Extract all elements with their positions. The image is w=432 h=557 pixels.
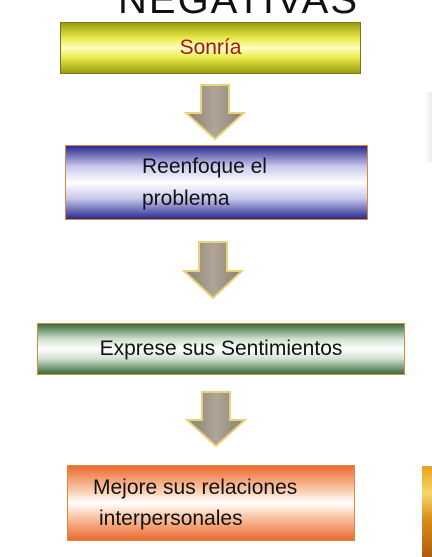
step-label-line: interpersonales — [99, 507, 243, 530]
down-arrow-icon — [185, 391, 247, 448]
step-label: Sonría — [179, 36, 242, 59]
slide-title-fragment: NEGATIVAS — [118, 0, 360, 22]
step-label: Exprese sus Sentimientos — [99, 337, 343, 360]
step-label-line: Reenfoque el — [142, 154, 267, 178]
step-label-line: problema — [142, 186, 230, 210]
step-box-smile: Sonría — [60, 22, 361, 74]
step-label-line: Mejore sus relaciones — [93, 476, 298, 499]
down-arrow-icon — [182, 241, 244, 300]
decorative-edge-image — [424, 92, 432, 162]
step-box-improve-relations: Mejore sus relaciones interpersonales — [67, 465, 355, 541]
down-arrow-icon — [184, 84, 246, 141]
step-box-refocus-problem: Reenfoque el problema — [65, 145, 368, 220]
step-box-express-feelings: Exprese sus Sentimientos — [37, 323, 405, 375]
decorative-edge-image — [422, 466, 432, 557]
